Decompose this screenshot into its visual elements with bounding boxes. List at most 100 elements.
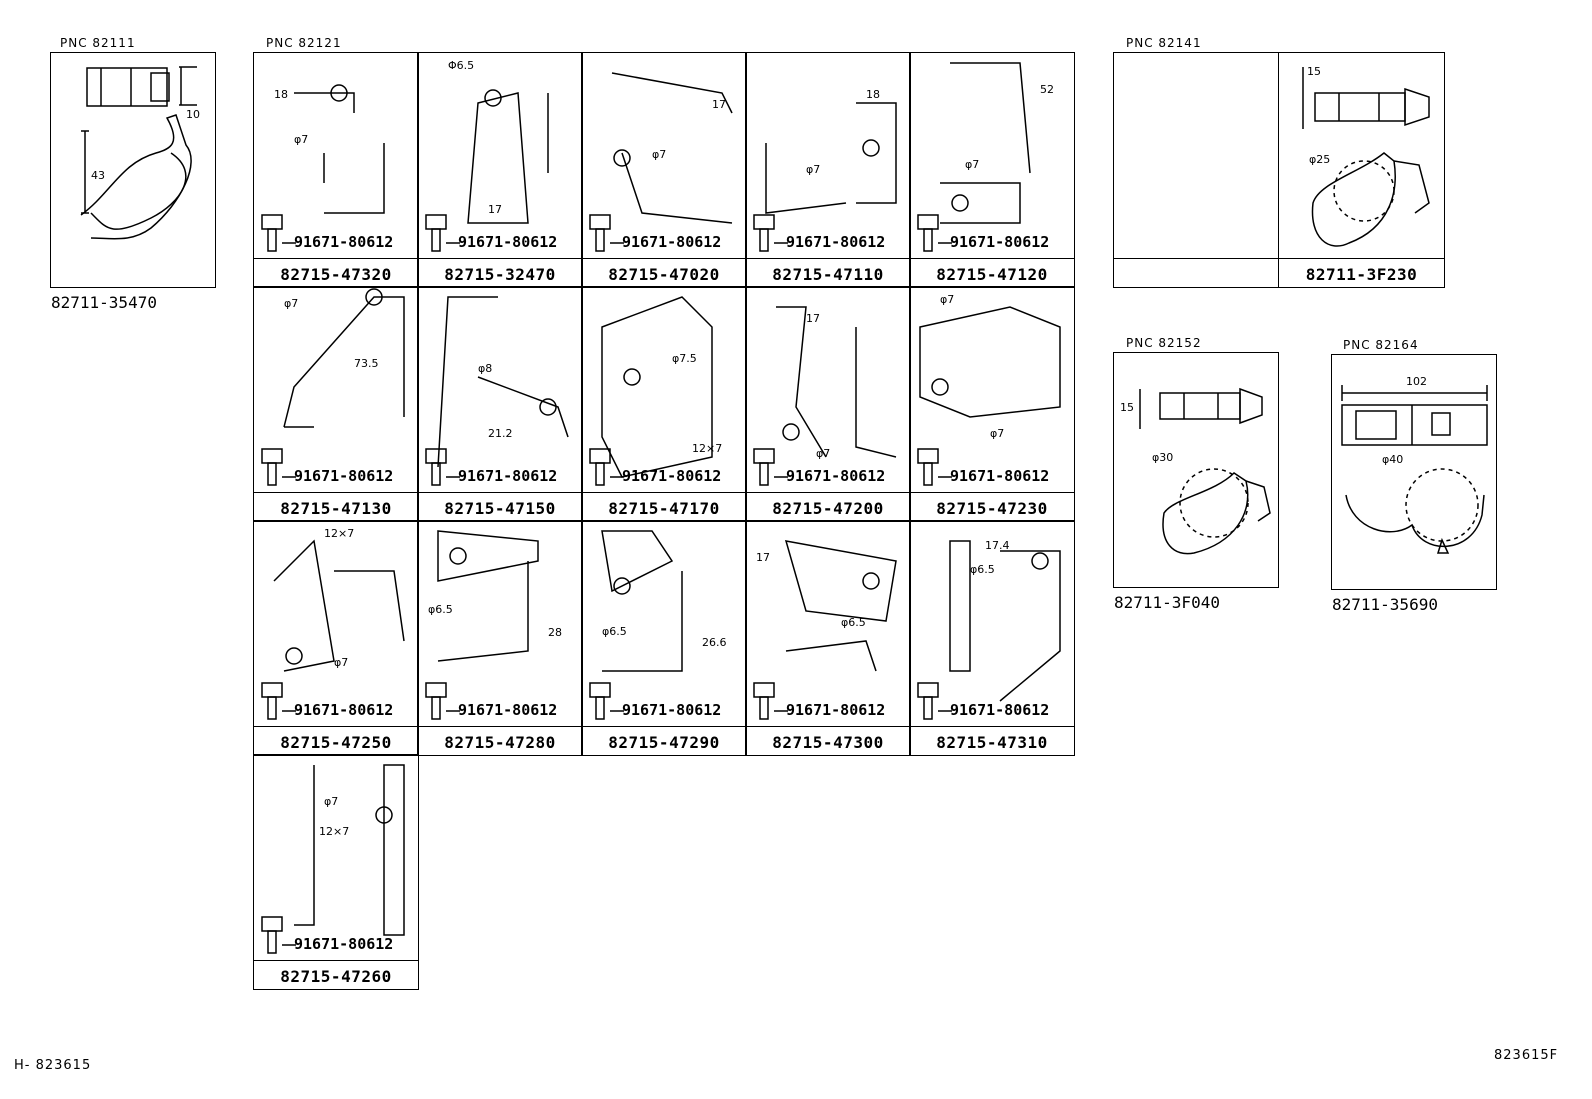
part-number: 82711-35690	[1332, 595, 1438, 614]
dim-diameter: φ30	[1152, 451, 1174, 464]
dimension-label: 17	[756, 551, 770, 564]
dim-diameter: φ40	[1382, 453, 1404, 466]
mounting-hole	[623, 368, 641, 386]
bolt-part-number: 91671-80612	[294, 233, 394, 251]
bracket-outline	[294, 92, 385, 214]
bolt-icon	[589, 682, 624, 720]
bracket-outline	[437, 530, 539, 662]
bracket-drawing	[589, 72, 733, 252]
dimension-label: φ6.5	[841, 616, 866, 629]
bolt-icon	[589, 448, 624, 486]
mounting-hole	[285, 647, 303, 665]
pnc-label-82141: PNC 82141	[1126, 36, 1202, 50]
bolt-part-number: 91671-80612	[950, 233, 1050, 251]
part-strip	[254, 258, 418, 287]
pnc-label-82152: PNC 82152	[1126, 336, 1202, 350]
dimension-label: φ7	[284, 297, 299, 310]
dimension-label: 17	[488, 203, 502, 216]
dimension-label: 12×7	[692, 442, 723, 455]
mounting-hole	[484, 89, 502, 107]
dim-diameter: φ25	[1309, 153, 1331, 166]
dimension-label: φ7	[294, 133, 309, 146]
part-number: 82715-47200	[772, 499, 884, 518]
mounting-hole	[782, 423, 800, 441]
bolt-icon	[261, 214, 296, 252]
dimension-label: φ7	[990, 427, 1005, 440]
part-number: 82711-3F230	[1305, 265, 1418, 284]
bracket-drawing	[261, 288, 405, 486]
bracket-outline	[294, 764, 405, 936]
dimension-label: φ7.5	[672, 352, 697, 365]
bolt-part-number: 91671-80612	[950, 701, 1050, 719]
dimension-label: 12×7	[324, 527, 355, 540]
part-strip	[746, 492, 910, 521]
mounting-hole	[862, 572, 880, 590]
part-strip	[1279, 258, 1444, 287]
mounting-hole	[330, 84, 348, 102]
part-strip	[418, 726, 582, 755]
bracket-outline	[467, 92, 549, 224]
bolt-icon	[917, 214, 952, 252]
part-number: 82711-3F040	[1114, 593, 1220, 612]
dimension-label: 18	[866, 88, 880, 101]
bracket-outline	[949, 540, 1061, 702]
bolt-icon	[917, 448, 952, 486]
mounting-hole	[365, 288, 383, 306]
dimension-label: 17	[712, 98, 726, 111]
bolt-part-number: 91671-80612	[786, 467, 886, 485]
bolt-icon	[917, 682, 952, 720]
bracket-outline	[765, 102, 897, 214]
part-number: 82715-47230	[936, 499, 1048, 518]
mounting-hole	[539, 398, 557, 416]
bolt-part-number: 91671-80612	[294, 701, 394, 719]
dimension-label: φ8	[478, 362, 493, 375]
part-strip	[582, 258, 746, 287]
clamp-cell-82141: 15 φ25 82711-3F230	[1278, 52, 1445, 288]
part-strip	[1114, 258, 1278, 287]
part-number: 82715-47260	[280, 967, 392, 986]
mounting-hole	[931, 378, 949, 396]
part-number: 82715-47320	[280, 265, 392, 284]
dimension-label: 12×7	[319, 825, 350, 838]
dim-height: 10	[186, 108, 200, 121]
part-number: 82715-32470	[444, 265, 556, 284]
part-number: 82715-47150	[444, 499, 556, 518]
bracket-drawing	[589, 296, 713, 486]
part-strip	[418, 492, 582, 521]
dim-width: 102	[1406, 375, 1427, 388]
bracket-outline	[784, 540, 897, 672]
bolt-icon	[425, 214, 460, 252]
dimension-label: φ6.5	[970, 563, 995, 576]
clamp-panel-82152: 15 φ30 82711-3F040	[1113, 352, 1279, 612]
dimension-label: φ7	[816, 447, 831, 460]
part-number: 82715-47300	[772, 733, 884, 752]
bracket-outline	[601, 296, 713, 478]
part-number: 82711-35470	[51, 293, 157, 312]
part-number: 82715-47290	[608, 733, 720, 752]
part-strip	[254, 726, 418, 755]
part-number: 82715-47020	[608, 265, 720, 284]
clamp-panel-82164: 102 φ40 82711-35690	[1331, 354, 1497, 614]
dimension-label: φ6.5	[428, 603, 453, 616]
bolt-part-number: 91671-80612	[294, 935, 394, 953]
bolt-icon	[261, 916, 296, 954]
dim-height: 15	[1120, 401, 1134, 414]
bracket-grid-82121: 18 φ7 91671-80612 82715-47320 Φ6.5 17 91671-80…	[253, 52, 1075, 990]
bracket-outline	[940, 62, 1031, 224]
mounting-hole	[613, 149, 631, 167]
pnc-label-82164: PNC 82164	[1343, 338, 1419, 352]
bracket-outline	[283, 296, 405, 428]
bolt-icon	[261, 448, 296, 486]
bracket-outline	[273, 539, 405, 672]
bracket-drawing	[753, 306, 897, 486]
mounting-hole	[613, 577, 631, 595]
part-number: 82715-47170	[608, 499, 720, 518]
dimension-label: Φ6.5	[448, 59, 475, 72]
